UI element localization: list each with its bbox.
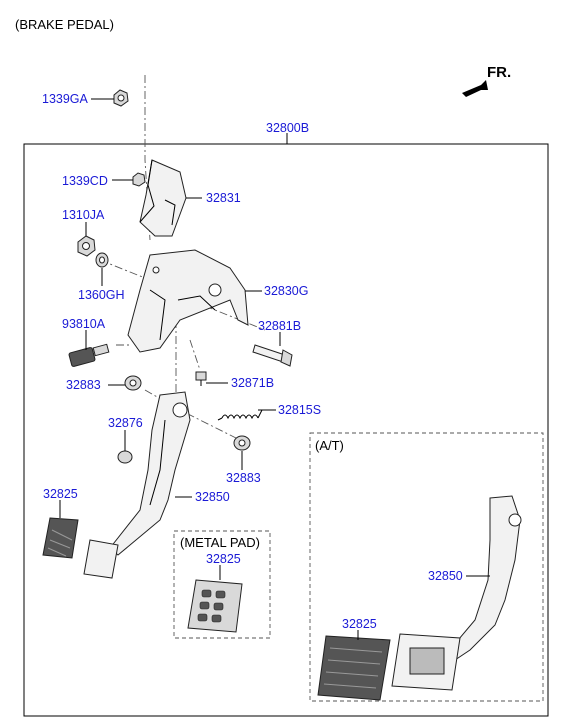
switch-93810A bbox=[68, 343, 110, 367]
part-label-32883-bottom[interactable]: 32883 bbox=[226, 471, 261, 485]
bushing-32883-top bbox=[124, 375, 142, 391]
pedal-pad-32825-metal bbox=[187, 579, 243, 633]
pedal-pad-at-metal bbox=[391, 633, 461, 691]
part-label-32850[interactable]: 32850 bbox=[195, 490, 230, 504]
page-title: (BRAKE PEDAL) bbox=[15, 17, 114, 32]
leader-lines bbox=[59, 98, 490, 640]
part-label-1310JA[interactable]: 1310JA bbox=[62, 208, 105, 222]
washer-1360GH bbox=[95, 252, 109, 268]
front-direction-label: FR. bbox=[487, 64, 512, 81]
pedal-pad-on-arm bbox=[83, 539, 119, 579]
part-label-1360GH[interactable]: 1360GH bbox=[78, 288, 125, 302]
stopper-32876 bbox=[117, 450, 133, 464]
part-label-32825-at[interactable]: 32825 bbox=[342, 617, 377, 631]
mounting-bracket-32830G bbox=[127, 249, 249, 353]
part-label-1339CD[interactable]: 1339CD bbox=[62, 174, 108, 188]
part-label-32800B[interactable]: 32800B bbox=[266, 121, 310, 135]
pedal-arm-32850-at bbox=[447, 495, 522, 661]
spring-32815S bbox=[217, 409, 263, 421]
assembly-frame bbox=[23, 143, 549, 717]
bracket-32831 bbox=[139, 159, 187, 237]
nut-1339CD bbox=[132, 172, 146, 187]
at-variant-label: (A/T) bbox=[315, 438, 344, 453]
nut-1310JA bbox=[77, 235, 96, 257]
part-label-32831[interactable]: 32831 bbox=[206, 191, 241, 205]
part-label-32883-top[interactable]: 32883 bbox=[66, 378, 101, 392]
front-arrow-icon bbox=[462, 80, 488, 97]
part-label-32850-at[interactable]: 32850 bbox=[428, 569, 463, 583]
pedal-pad-32825-at-rubber bbox=[317, 635, 391, 701]
part-label-93810A[interactable]: 93810A bbox=[62, 317, 106, 331]
pedal-pad-32825-rubber bbox=[42, 517, 79, 559]
part-label-32871B[interactable]: 32871B bbox=[231, 376, 275, 390]
pedal-arm-32850 bbox=[109, 391, 191, 556]
bushing-32883-bottom bbox=[233, 435, 251, 451]
at-variant-frame bbox=[309, 432, 544, 702]
part-label-32881B[interactable]: 32881B bbox=[258, 319, 302, 333]
part-label-32815S[interactable]: 32815S bbox=[278, 403, 322, 417]
bolt-32881B bbox=[252, 344, 293, 367]
nut-1339GA bbox=[113, 89, 129, 107]
part-label-32825-rubber[interactable]: 32825 bbox=[43, 487, 78, 501]
part-label-32830G[interactable]: 32830G bbox=[264, 284, 309, 298]
part-label-32876[interactable]: 32876 bbox=[108, 416, 143, 430]
part-label-32825-metal[interactable]: 32825 bbox=[206, 552, 241, 566]
metal-pad-label: (METAL PAD) bbox=[180, 535, 260, 550]
part-label-1339GA[interactable]: 1339GA bbox=[42, 92, 88, 106]
screw-32871B bbox=[195, 371, 207, 386]
metal-pad-frame bbox=[173, 530, 271, 639]
